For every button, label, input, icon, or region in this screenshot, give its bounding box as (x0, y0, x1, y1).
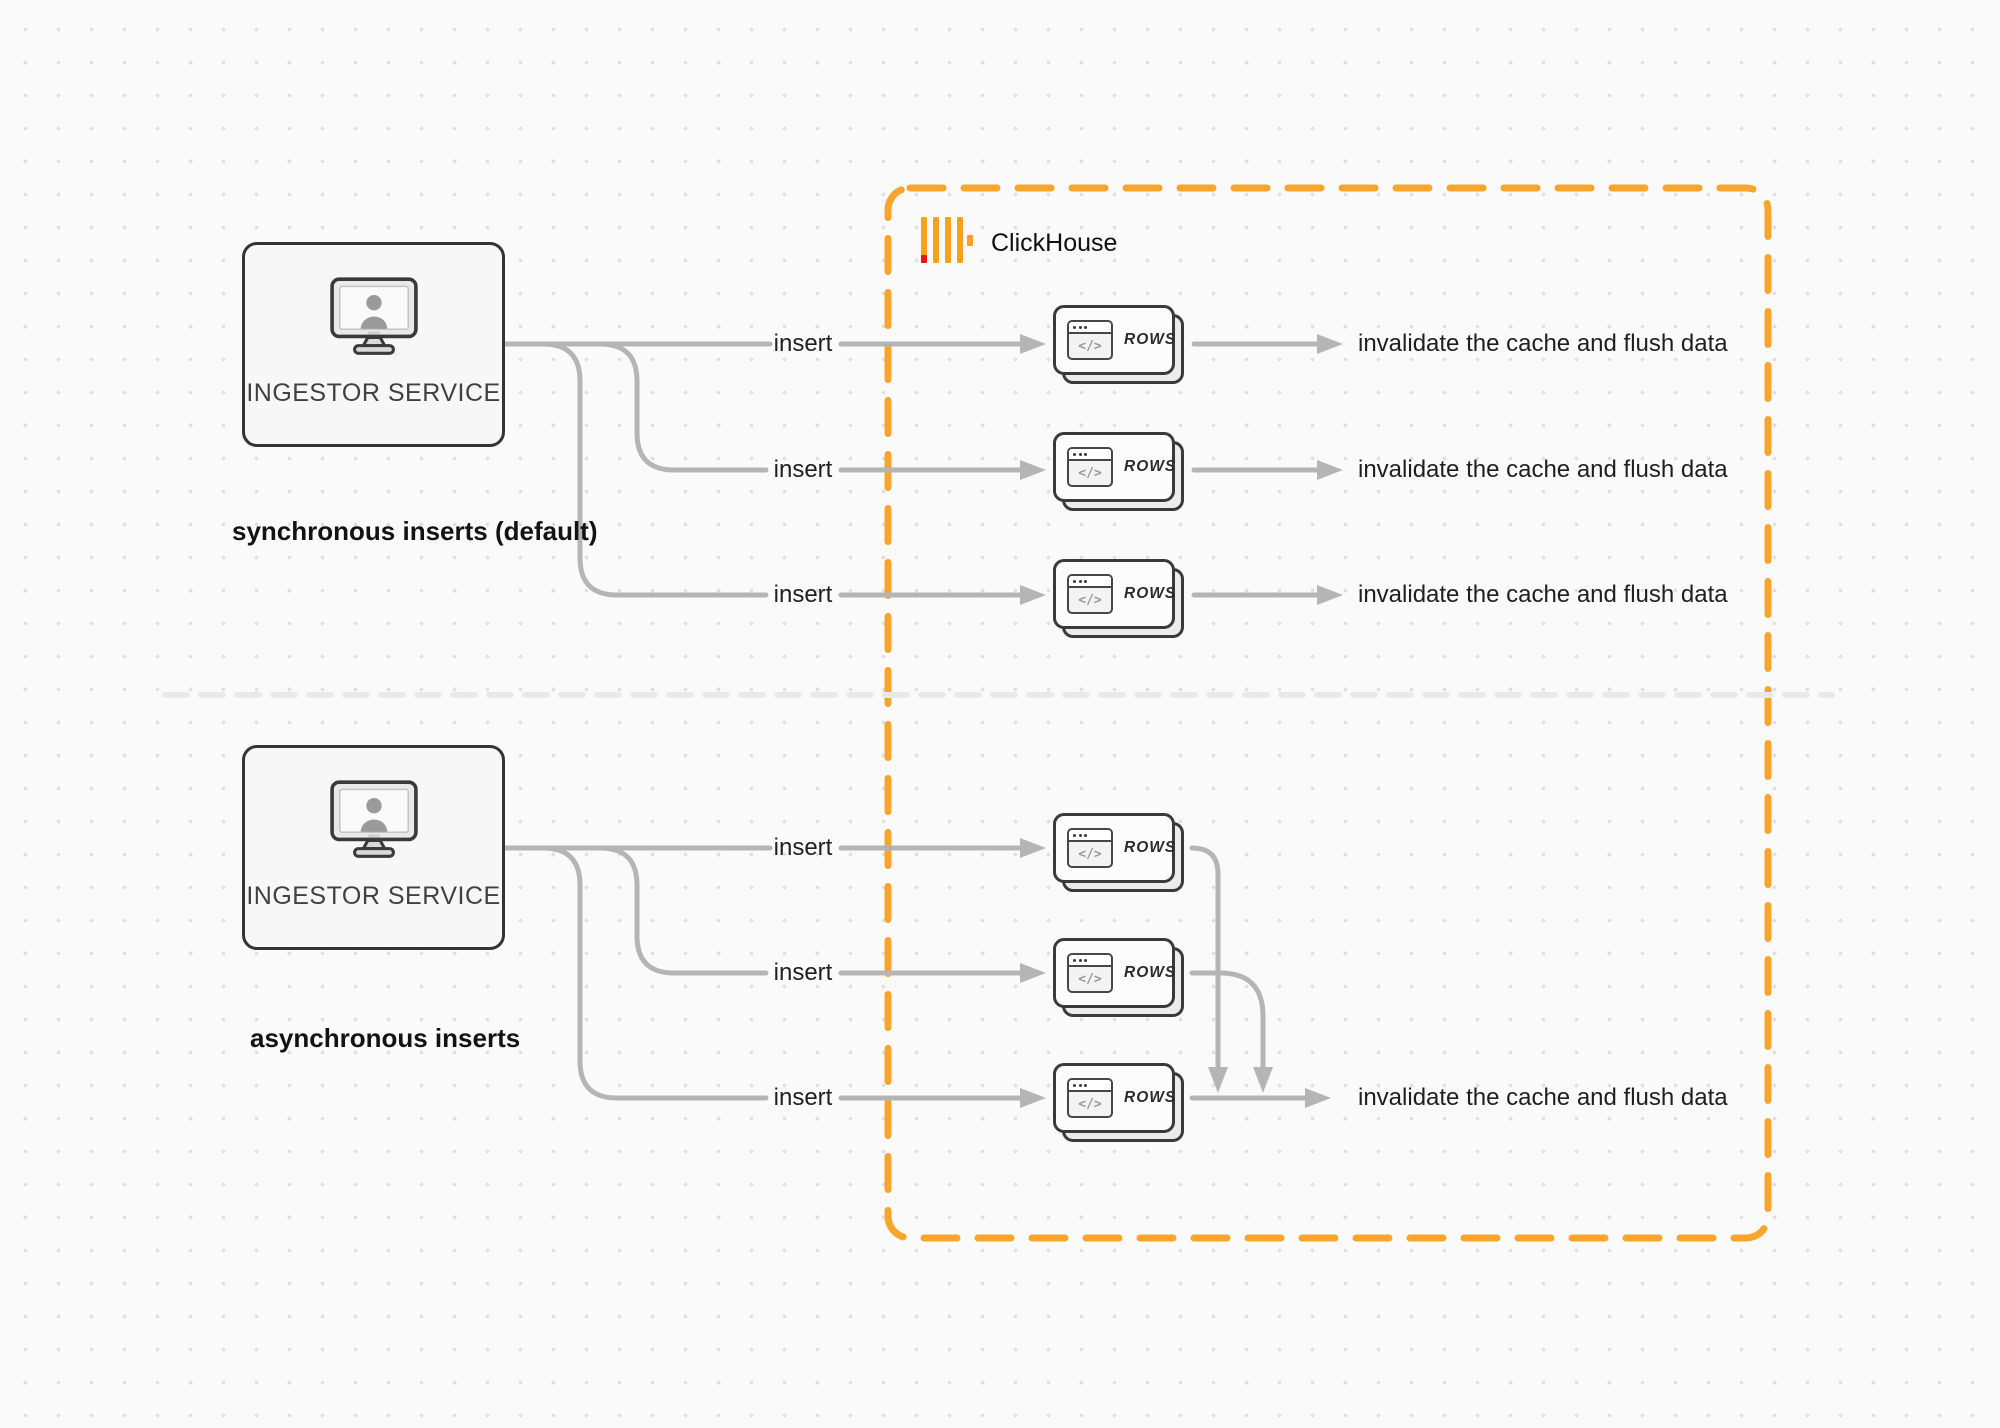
result-label: invalidate the cache and flush data (1358, 330, 1728, 357)
insert-label: insert (773, 1084, 833, 1111)
rows-node: </> ROWS (1053, 432, 1184, 511)
insert-label: insert (773, 456, 833, 483)
insert-label: insert (773, 581, 833, 608)
insert-label: insert (773, 959, 833, 986)
ingestor-service-node-sync: INGESTOR SERVICE (242, 242, 505, 447)
code-window-icon: </> (1067, 447, 1113, 487)
code-window-icon: </> (1067, 574, 1113, 614)
async-section-title: asynchronous inserts (250, 1023, 521, 1053)
rows-label: ROWS (1124, 458, 1177, 475)
monitor-user-icon (329, 277, 418, 355)
clickhouse-boundary (884, 184, 1772, 1242)
ingestor-service-label: INGESTOR SERVICE (246, 882, 501, 910)
insert-label: insert (773, 330, 833, 357)
code-window-icon: </> (1067, 1078, 1113, 1118)
rows-node: </> ROWS (1053, 813, 1184, 892)
monitor-user-icon (329, 780, 418, 858)
rows-label: ROWS (1124, 585, 1177, 602)
clickhouse-logo-icon (921, 217, 973, 263)
result-label: invalidate the cache and flush data (1358, 581, 1728, 608)
result-label: invalidate the cache and flush data (1358, 456, 1728, 483)
code-window-icon: </> (1067, 320, 1113, 360)
ingestor-service-node-async: INGESTOR SERVICE (242, 745, 505, 950)
code-window-icon: </> (1067, 953, 1113, 993)
sync-section-title: synchronous inserts (default) (232, 516, 598, 546)
ingestor-service-label: INGESTOR SERVICE (246, 379, 501, 407)
rows-node: </> ROWS (1053, 938, 1184, 1017)
arrows (502, 334, 1343, 1108)
rows-label: ROWS (1124, 964, 1177, 981)
rows-node: </> ROWS (1053, 559, 1184, 638)
rows-label: ROWS (1124, 331, 1177, 348)
rows-node: </> ROWS (1053, 1063, 1184, 1142)
clickhouse-name: ClickHouse (991, 229, 1118, 257)
rows-node: </> ROWS (1053, 305, 1184, 384)
insert-label: insert (773, 834, 833, 861)
rows-label: ROWS (1124, 839, 1177, 856)
rows-label: ROWS (1124, 1089, 1177, 1106)
result-label: invalidate the cache and flush data (1358, 1084, 1728, 1111)
code-window-icon: </> (1067, 828, 1113, 868)
